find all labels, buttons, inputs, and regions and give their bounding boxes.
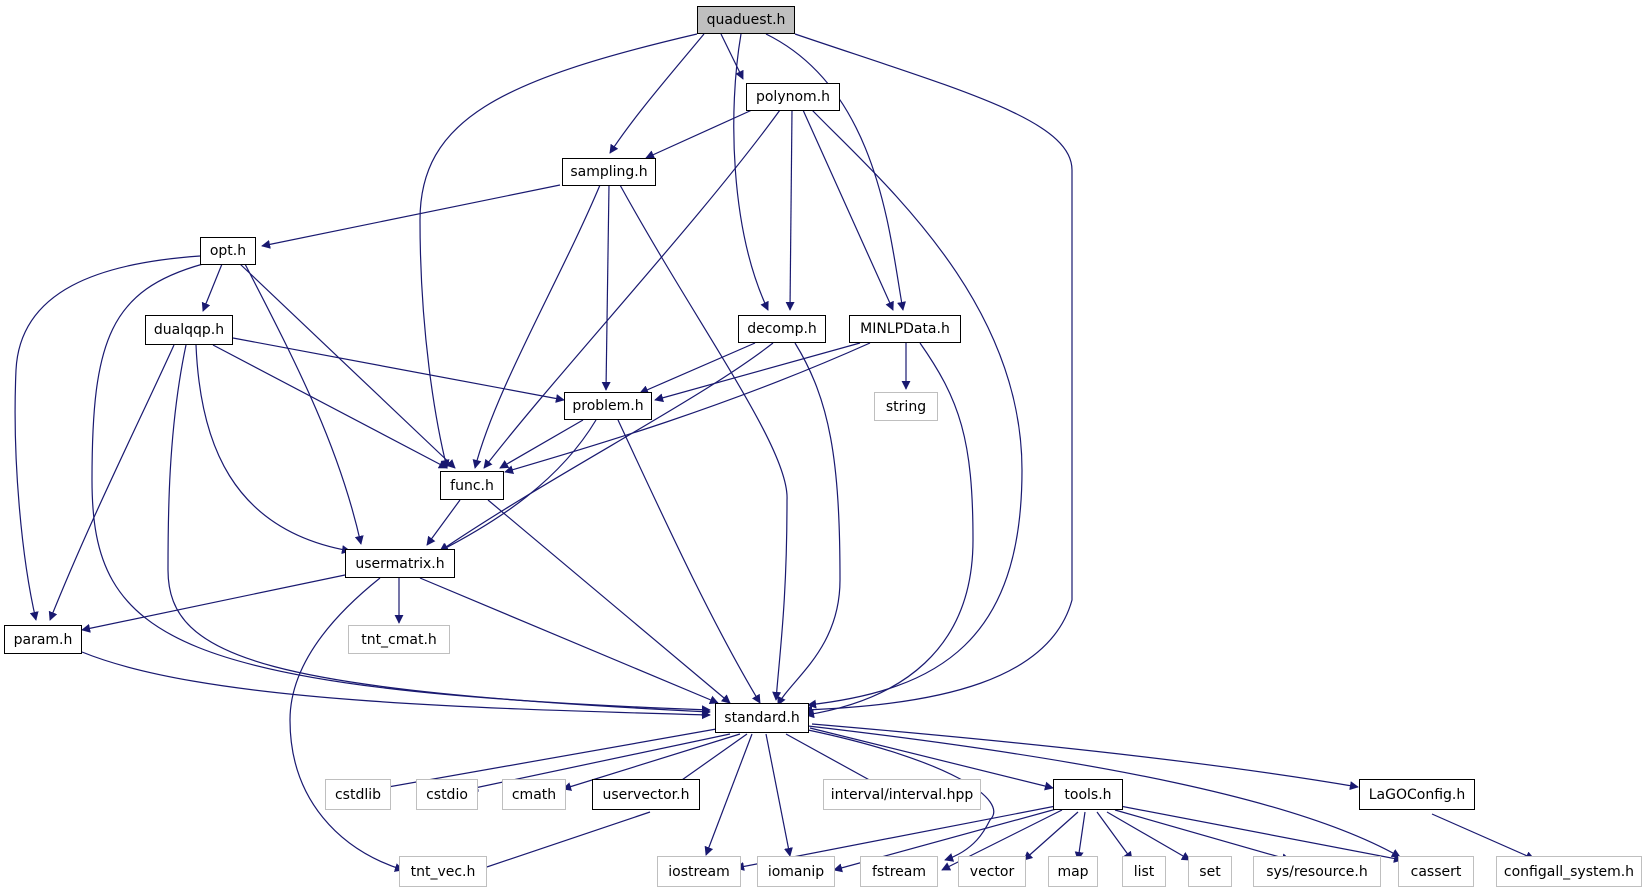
edge-sampling-func [472, 184, 601, 469]
edge-opt-dualqqp [201, 263, 223, 312]
edge-polynom-minlpdata [802, 109, 894, 311]
node-cstdio[interactable]: cstdio [416, 779, 478, 810]
node-cassert[interactable]: cassert [1398, 856, 1474, 887]
edge-polynom-standard [807, 109, 1023, 709]
edge-usermatrix-tnt_vec [289, 577, 404, 872]
edge-tools-cassert [1119, 805, 1403, 863]
node-quaduest-h[interactable]: quaduest.h [697, 6, 795, 34]
edge-minlpdata-func [504, 342, 871, 475]
edge-quaduest-polynom [720, 33, 744, 80]
node-fstream[interactable]: fstream [860, 856, 938, 887]
edge-opt-standard [91, 263, 711, 715]
edge-usermatrix-standard [419, 577, 719, 705]
edge-tools-sys_resource [1114, 809, 1291, 863]
edge-problem-func [499, 419, 584, 469]
edge-standard-cstdlib [376, 727, 723, 793]
edge-standard-fstream [807, 729, 995, 862]
node-standard-h[interactable]: standard.h [715, 703, 809, 733]
node-minlpdata-h[interactable]: MINLPData.h [849, 315, 961, 343]
edge-sampling-standard [619, 184, 788, 701]
edge-usermatrix-param [81, 574, 346, 633]
edge-func-usermatrix [426, 499, 461, 546]
edge-quaduest-standard [794, 33, 1073, 715]
edge-standard-cassert [807, 725, 1401, 858]
node-func-h[interactable]: func.h [440, 471, 504, 500]
edge-uservector-tnt_vec [471, 811, 651, 874]
node-iostream[interactable]: iostream [657, 856, 741, 887]
edge-dualqqp-problem [232, 337, 565, 403]
edge-minlpdata-standard [805, 342, 974, 719]
edge-quaduest-sampling [609, 33, 705, 154]
node-map[interactable]: map [1048, 856, 1098, 887]
edge-param-standard [81, 651, 711, 720]
node-sys-resource-h[interactable]: sys/resource.h [1253, 856, 1381, 887]
edge-quaduest-func [419, 33, 698, 469]
edge-minlpdata-problem [654, 342, 861, 403]
node-param-h[interactable]: param.h [4, 625, 82, 654]
node-opt-h[interactable]: opt.h [200, 237, 256, 265]
edge-standard-lagoconfig [811, 723, 1359, 791]
node-cmath[interactable]: cmath [502, 779, 566, 810]
edge-tools-list [1096, 811, 1133, 861]
edge-quaduest-minlpdata [765, 33, 906, 311]
node-set[interactable]: set [1188, 856, 1232, 887]
node-tnt-cmat-h[interactable]: tnt_cmat.h [348, 625, 450, 654]
node-decomp-h[interactable]: decomp.h [738, 315, 826, 343]
node-sampling-h[interactable]: sampling.h [562, 158, 656, 186]
node-tnt-vec-h[interactable]: tnt_vec.h [399, 856, 487, 887]
node-interval-interval-hpp[interactable]: interval/interval.hpp [823, 779, 981, 810]
edge-polynom-decomp [785, 109, 795, 311]
edge-decomp-problem [639, 342, 756, 394]
edge-dualqqp-usermatrix [195, 344, 351, 555]
edge-standard-tools [809, 727, 1054, 791]
node-dualqqp-h[interactable]: dualqqp.h [145, 315, 233, 345]
edge-func-standard [487, 499, 731, 704]
edge-opt-param [14, 255, 201, 621]
node-cstdlib[interactable]: cstdlib [325, 779, 391, 810]
edge-sampling-problem [601, 184, 611, 391]
node-vector[interactable]: vector [958, 856, 1026, 887]
edge-polynom-sampling [645, 109, 753, 159]
edge-opt-func [239, 263, 456, 469]
node-usermatrix-h[interactable]: usermatrix.h [345, 549, 455, 578]
edge-dualqqp-param [48, 344, 175, 621]
node-polynom-h[interactable]: polynom.h [746, 83, 840, 111]
edge-problem-usermatrix [439, 419, 597, 552]
edge-dualqqp-standard [167, 344, 711, 717]
edge-decomp-usermatrix [439, 342, 774, 552]
edge-lagoconfig-configall [1431, 813, 1535, 860]
node-list[interactable]: list [1122, 856, 1166, 887]
edge-sampling-opt [261, 184, 561, 249]
edge-polynom-func [483, 109, 781, 469]
node-tools-h[interactable]: tools.h [1053, 779, 1123, 810]
edge-tools-vector [1023, 811, 1079, 861]
edge-opt-usermatrix [244, 263, 364, 545]
node-configall-system-h[interactable]: configall_system.h [1496, 856, 1642, 887]
edge-standard-uservector [671, 733, 748, 788]
node-lagoconfig-h[interactable]: LaGOConfig.h [1359, 779, 1475, 810]
node-string[interactable]: string [874, 392, 938, 421]
edge-tools-map [1074, 811, 1086, 861]
edge-quaduest-decomp [733, 33, 769, 311]
edge-decomp-standard [777, 342, 841, 706]
edge-tools-set [1106, 811, 1191, 861]
edge-standard-iostream [704, 733, 753, 856]
node-uservector-h[interactable]: uservector.h [592, 779, 700, 810]
edge-problem-standard [617, 419, 761, 704]
edge-standard-iomanip [765, 733, 793, 857]
edge-dualqqp-func [212, 344, 448, 469]
node-iomanip[interactable]: iomanip [757, 856, 835, 887]
node-problem-h[interactable]: problem.h [564, 392, 652, 420]
